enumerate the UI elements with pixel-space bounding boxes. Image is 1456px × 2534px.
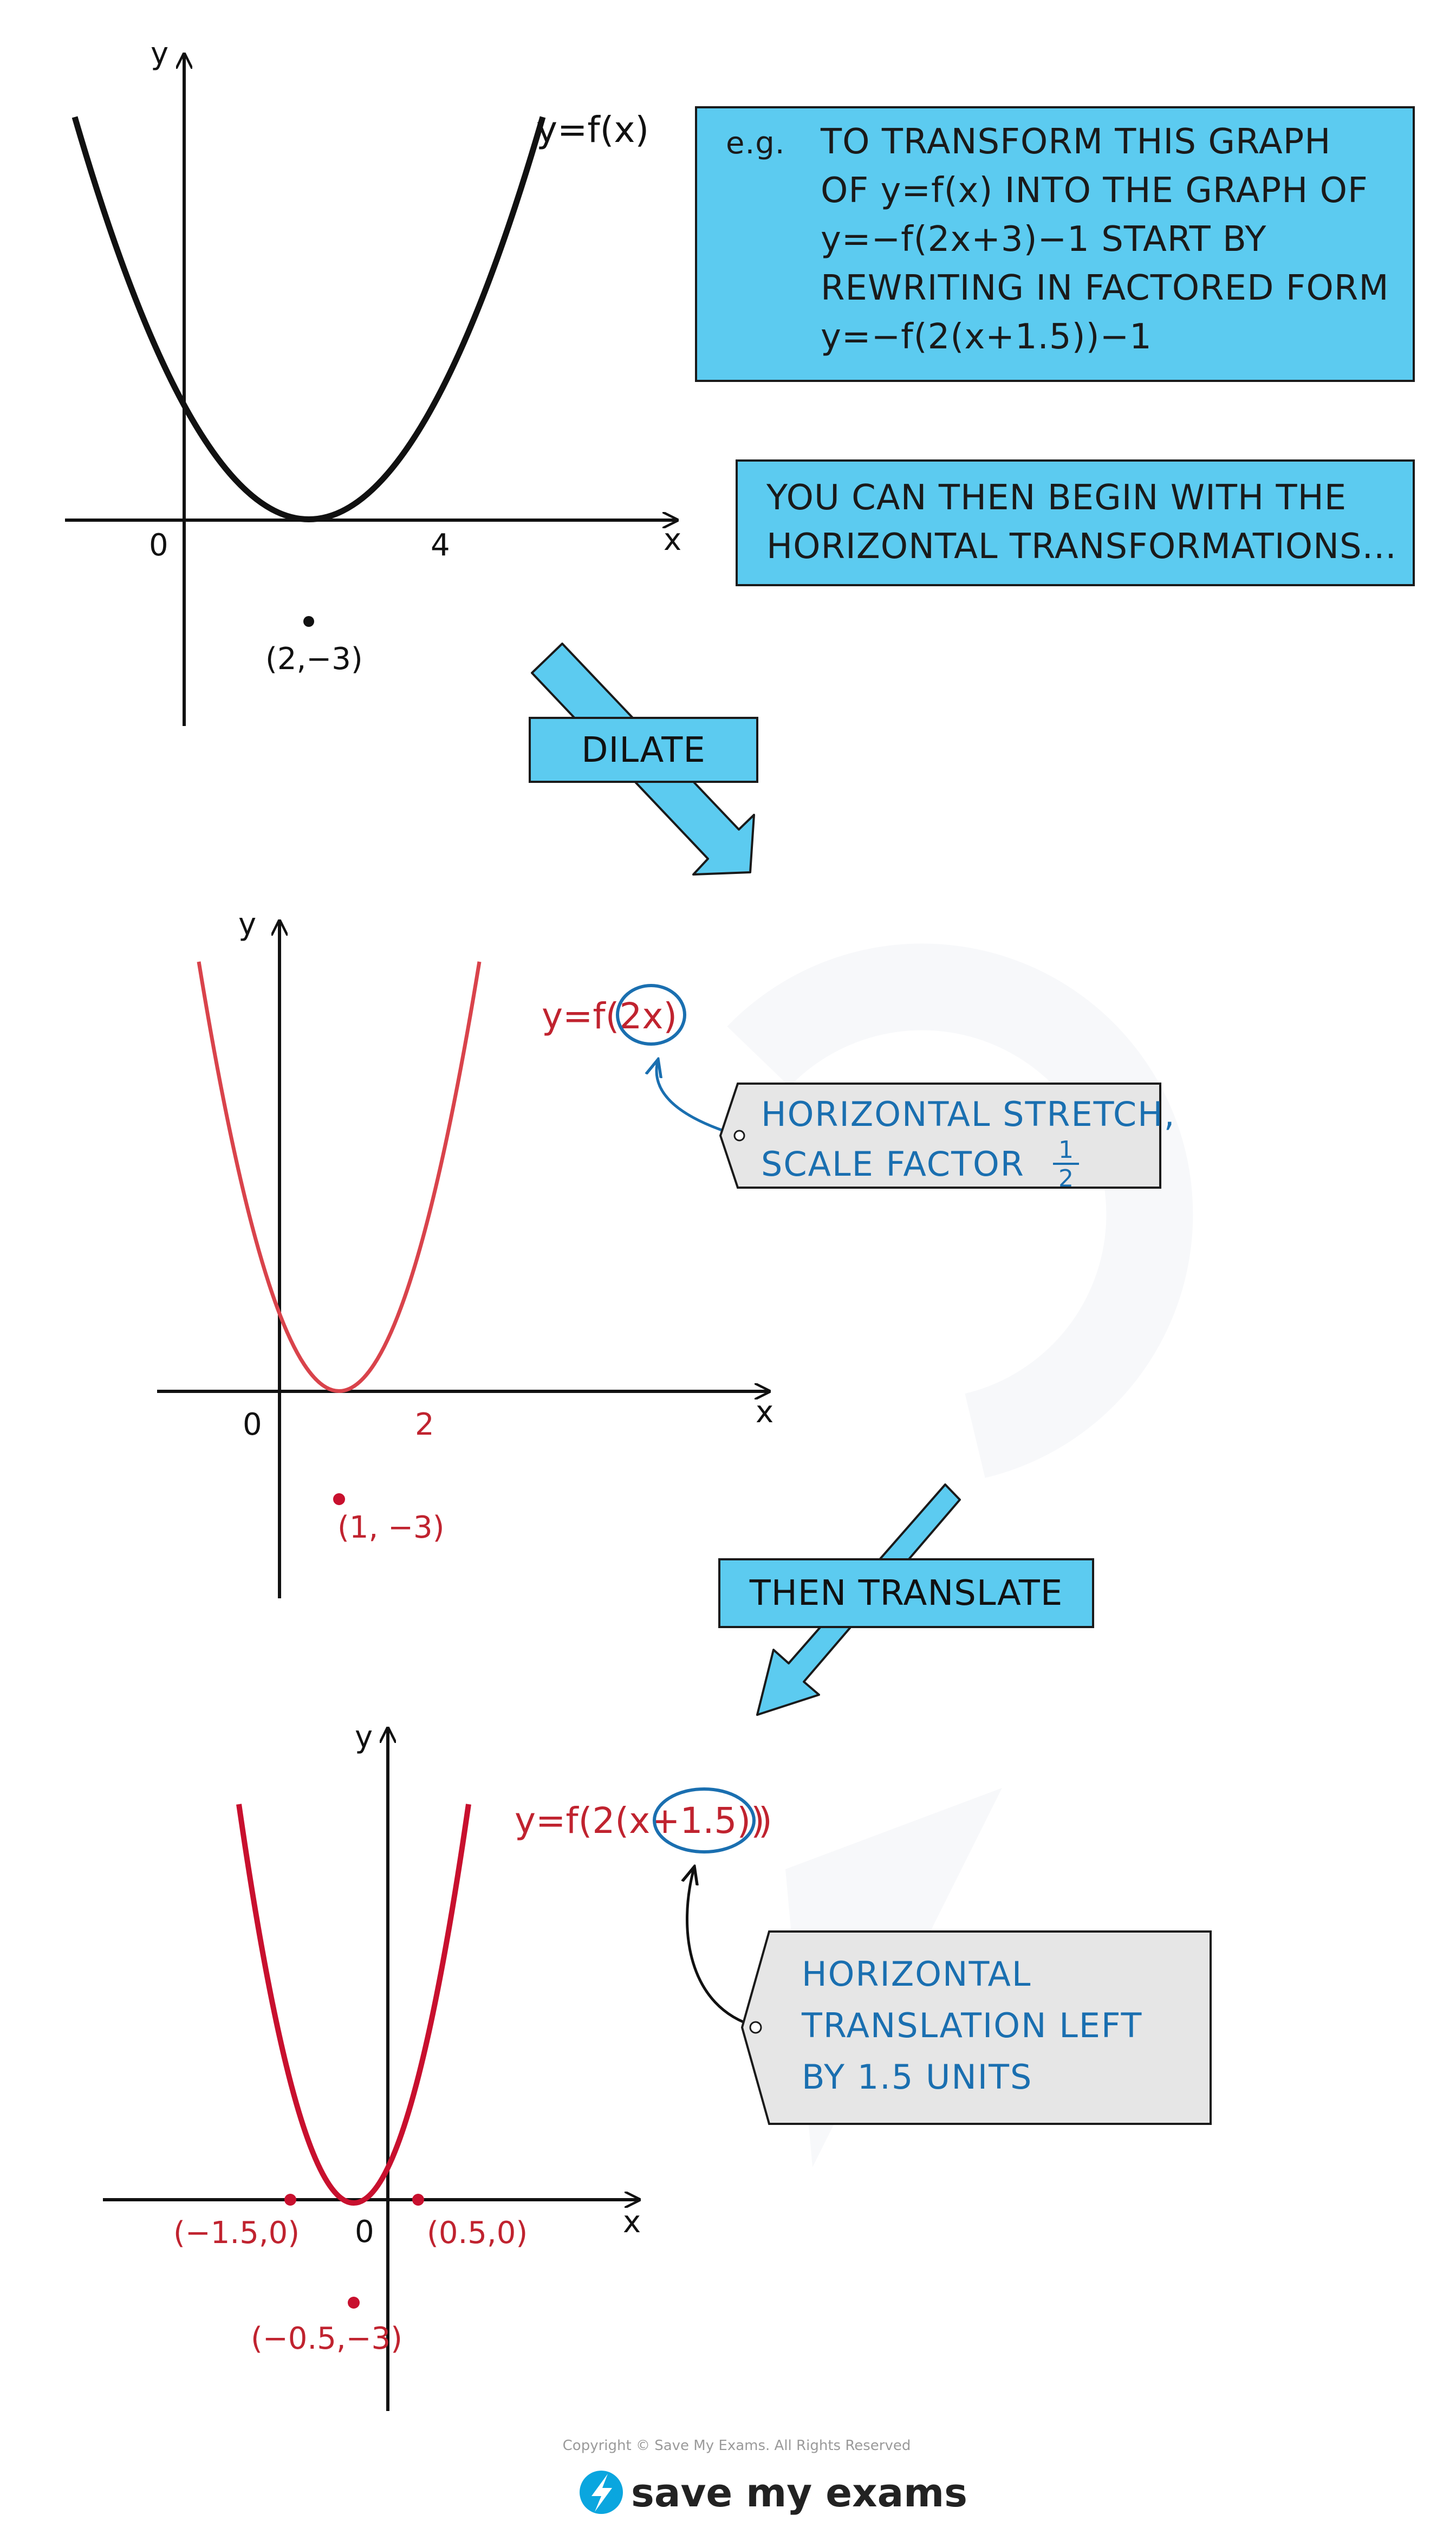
graph-3-vertex-point — [348, 2297, 360, 2309]
translation-note-line-1: HORIZONTAL — [802, 1954, 1031, 1994]
info-box-background — [695, 106, 1415, 382]
footer: Copyright © Save My Exams. All Rights Re… — [563, 2438, 967, 2516]
info-box-line-4: REWRITING IN FACTORED FORM — [821, 268, 1389, 308]
translation-note: HORIZONTAL TRANSLATION LEFT BY 1.5 UNITS — [687, 1867, 1212, 2125]
stretch-note-tag — [719, 1083, 1161, 1189]
graph-1-equation: y=f(x) — [536, 109, 649, 151]
footer-copyright: Copyright © Save My Exams. All Rights Re… — [563, 2438, 911, 2454]
stretch-note-fraction-denominator: 2 — [1058, 1165, 1074, 1193]
graph-2-y-axis-label: y — [238, 907, 256, 942]
info-box-line-1: TO TRANSFORM THIS GRAPH — [820, 122, 1331, 162]
graph-2-root-label: 2 — [415, 1407, 434, 1442]
graph-3-curve — [236, 1804, 471, 2206]
dilate-label: DILATE — [581, 730, 706, 770]
graph-1-y-axis-label: y — [151, 36, 168, 72]
graph-3-y-axis-label: y — [355, 1720, 373, 1755]
graph-2-curve — [197, 961, 482, 1393]
dilate-step: DILATE — [529, 643, 758, 876]
logo-bolt-icon — [592, 2474, 612, 2512]
graph-3-root-left-label: (−1.5,0) — [173, 2215, 300, 2251]
graph-2-vertex-point — [333, 1493, 345, 1505]
graph-2-origin-label: 0 — [243, 1407, 262, 1442]
graph-1-root-label: 4 — [431, 528, 450, 563]
graph-3-root-left-point — [284, 2194, 296, 2206]
translation-note-tag — [740, 1930, 1212, 2125]
stretch-note-fraction-numerator: 1 — [1058, 1136, 1074, 1164]
translation-note-pointer — [687, 1867, 756, 2028]
graph-1-vertex-point — [303, 616, 314, 627]
translate-step: THEN TRANSLATE — [718, 1483, 1094, 1716]
horizontal-box-line-1: YOU CAN THEN BEGIN WITH THE — [766, 478, 1347, 518]
graph-1-vertex-label: (2,−3) — [265, 641, 363, 677]
graph-3-translated: y x 0 (−1.5,0) (0.5,0) (−0.5,−3) y=f(2(x… — [103, 1720, 772, 2411]
graph-3-vertex-label: (−0.5,−3) — [251, 2321, 402, 2356]
stretch-note-pointer — [656, 1059, 743, 1138]
footer-logo-text: save my exams — [631, 2470, 967, 2516]
info-box-line-5: y=−f(2(x+1.5))−1 — [821, 317, 1152, 357]
graph-3-highlight-circle — [653, 1787, 756, 1853]
graph-3-equation-close: ) — [758, 1800, 772, 1842]
graph-3-x-axis-label: x — [623, 2205, 641, 2240]
info-box-line-3: y=−f(2x+3)−1 START BY — [821, 219, 1267, 260]
translation-note-hole — [749, 2021, 762, 2034]
graph-1-curve — [72, 116, 546, 522]
stretch-note-hole — [733, 1130, 745, 1142]
stretch-note: HORIZONTAL STRETCH, SCALE FACTOR 1 2 — [656, 1059, 1176, 1193]
graph-2-equation: y=f(2x) — [542, 995, 677, 1037]
graph-1-origin-label: 0 — [149, 528, 168, 563]
graph-3-equation: y=f(2(x+1.5)) — [515, 1800, 765, 1842]
graph-2-vertex-label: (1, −3) — [337, 1510, 444, 1545]
stretch-note-line-2: SCALE FACTOR — [761, 1144, 1025, 1184]
graph-1-original: y x 0 4 (2,−3) y=f(x) — [65, 36, 681, 726]
info-box-eg: e.g. — [726, 126, 785, 161]
graph-1-x-axis-label: x — [664, 522, 681, 558]
horizontal-box-line-2: HORIZONTAL TRANSFORMATIONS... — [766, 527, 1397, 567]
horizontal-transform-box: YOU CAN THEN BEGIN WITH THE HORIZONTAL T… — [736, 459, 1415, 586]
graph-2-x-axis-label: x — [756, 1395, 774, 1430]
graph-3-origin-label: 0 — [355, 2214, 374, 2250]
translation-note-line-3: BY 1.5 UNITS — [802, 2057, 1032, 2097]
graph-3-root-right-label: (0.5,0) — [427, 2215, 528, 2251]
dilate-label-box — [529, 717, 758, 783]
graph-2-highlight-circle — [616, 984, 686, 1046]
stretch-note-line-1: HORIZONTAL STRETCH, — [761, 1094, 1176, 1134]
translate-label-box — [718, 1558, 1094, 1628]
graph-2-dilated: y x 0 2 (1, −3) y=f(2x) — [157, 907, 774, 1598]
translation-note-line-2: TRANSLATION LEFT — [801, 2006, 1142, 2045]
graph-3-root-right-point — [412, 2194, 424, 2206]
info-box-line-2: OF y=f(x) INTO THE GRAPH OF — [821, 171, 1368, 211]
translate-label: THEN TRANSLATE — [749, 1573, 1063, 1613]
info-box: e.g. TO TRANSFORM THIS GRAPH OF y=f(x) I… — [695, 106, 1415, 382]
horizontal-box-background — [736, 459, 1415, 586]
